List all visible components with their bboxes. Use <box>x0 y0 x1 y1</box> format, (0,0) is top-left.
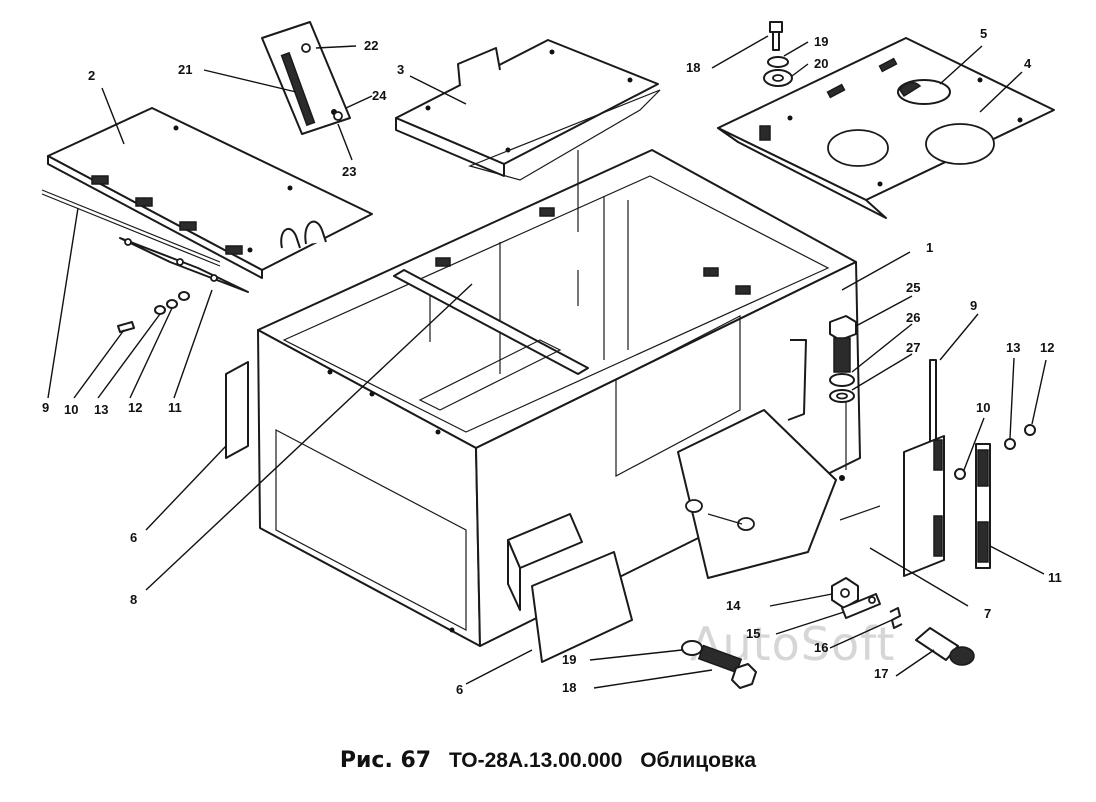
callout-27: 27 <box>906 340 920 355</box>
callout-19-top: 19 <box>814 34 828 49</box>
callout-15: 15 <box>746 626 760 641</box>
left-small-fasteners <box>117 291 190 333</box>
callout-18-bottom: 18 <box>562 680 576 695</box>
callout-1: 1 <box>926 240 933 255</box>
part-1-main-frame <box>257 149 861 647</box>
top-bolt-set <box>763 21 793 87</box>
figure-title: Облицовка <box>640 749 757 772</box>
callout-14: 14 <box>726 598 741 613</box>
callout-11-right: 11 <box>1048 570 1062 585</box>
part-6-front-panel <box>507 513 633 663</box>
callout-24: 24 <box>372 88 387 103</box>
callout-5: 5 <box>980 26 987 41</box>
callout-17: 17 <box>874 666 888 681</box>
part-9-left-strip <box>41 189 221 267</box>
callout-22: 22 <box>364 38 378 53</box>
callout-labels: 2 3 4 5 1 21 22 24 23 18 19 20 9 10 13 1… <box>42 26 1062 697</box>
part-6-left-panel <box>225 361 249 459</box>
drawing-code: ТО-28А.13.00.000 <box>448 749 623 772</box>
callout-13-right: 13 <box>1006 340 1020 355</box>
callout-13-left: 13 <box>94 402 108 417</box>
bolt-stack-25-27 <box>829 315 857 403</box>
callout-10-left: 10 <box>64 402 78 417</box>
part-3-top-cover <box>395 39 661 181</box>
callout-19-bottom: 19 <box>562 652 576 667</box>
callout-9-left: 9 <box>42 400 49 415</box>
callout-2: 2 <box>88 68 95 83</box>
callout-20: 20 <box>814 56 828 71</box>
figure-label: Рис. 67 <box>339 748 432 773</box>
callout-10-right: 10 <box>976 400 990 415</box>
part-4-right-top-plate <box>717 37 1055 219</box>
part-5-cap <box>897 79 951 105</box>
fastener-set-14-17 <box>831 577 975 666</box>
callout-6-bottom: 6 <box>456 682 463 697</box>
callout-3: 3 <box>397 62 404 77</box>
part-11-right-hinge <box>954 424 1036 569</box>
callout-12-left: 12 <box>128 400 142 415</box>
callout-16: 16 <box>814 640 828 655</box>
callout-12-right: 12 <box>1040 340 1054 355</box>
callout-11-left: 11 <box>168 400 182 415</box>
callout-18-top: 18 <box>686 60 700 75</box>
part-2-left-cover <box>47 107 373 279</box>
callout-26: 26 <box>906 310 920 325</box>
callout-9-right: 9 <box>970 298 977 313</box>
callout-23: 23 <box>342 164 356 179</box>
callout-4: 4 <box>1024 56 1032 71</box>
callout-21: 21 <box>178 62 192 77</box>
bottom-bolt-set <box>681 640 757 689</box>
part-right-hinge <box>903 435 945 577</box>
leader-lines <box>47 35 1047 689</box>
callout-7: 7 <box>984 606 991 621</box>
figure-caption: Рис. 67 ТО-28А.13.00.000 Облицовка <box>0 748 1096 773</box>
part-7-right-panel <box>677 409 881 579</box>
part-21-gauge-plate <box>261 21 351 135</box>
callout-25: 25 <box>906 280 920 295</box>
callout-8: 8 <box>130 592 137 607</box>
part-11-left-bracket <box>119 237 249 293</box>
callout-6-left: 6 <box>130 530 137 545</box>
